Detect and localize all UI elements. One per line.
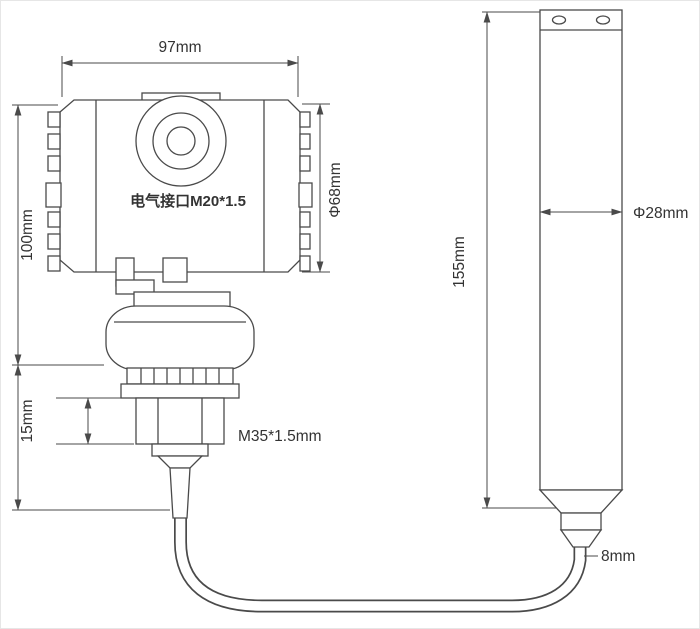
rib-tooth [299,255,311,272]
probe [538,9,624,548]
rib-tab [298,182,313,208]
dim-label-100mm: 100mm [19,209,36,261]
hex-nut-body [135,397,225,445]
probe-gland-collar [560,512,602,531]
gland-taper [156,455,204,469]
dimension-155mm: 155mm [451,11,556,509]
label-8mm: 8mm [584,548,635,565]
dimension-97mm: 97mm [61,39,299,97]
rib-tooth [299,155,311,172]
rib-tooth [47,111,61,128]
dim-label-97mm: 97mm [158,39,201,56]
conduit-boss-inner-circle [166,126,196,156]
cable-fill [175,514,585,611]
cable-outline [174,514,587,613]
gland-step [151,443,209,457]
dim-label-15mm: 15mm [19,399,36,442]
hex-nut [135,397,225,445]
probe-taper-upper [538,489,624,514]
cable-gland-tube [151,443,209,519]
probe-cable-gland [538,489,624,548]
dim-label-8mm: 8mm [601,548,635,565]
probe-body [539,9,623,491]
dim-label-28mm: Φ28mm [633,205,688,222]
rib-tooth [299,111,311,128]
transmitter-assembly [45,92,313,519]
cap-hole [595,15,611,25]
flange-plate-lower [120,383,240,399]
rib-tab [45,182,62,208]
rib-tooth [299,133,311,150]
bracket-block [162,257,188,283]
gland-tube [169,467,191,519]
rib-tooth [47,155,61,172]
electrical-conduit-boss [135,95,227,187]
cap-hole [551,15,567,25]
rib-tooth [299,211,311,228]
dim-label-155mm: 155mm [451,236,468,288]
dimension-15mm: 15mm [19,397,134,445]
rib-tooth [299,233,311,250]
process-connection-body [105,305,255,371]
oval-body [105,305,255,371]
dimension-100mm: 100mm [12,104,170,511]
rib-tooth [47,255,61,272]
dimension-68mm: Φ68mm [302,103,344,273]
probe-cap-holes [551,15,611,25]
housing-cover-ribs-left [45,111,62,272]
electrical-interface-label: 电气接口M20*1.5 [130,192,246,210]
flange [120,367,240,399]
rib-tooth [47,133,61,150]
probe-taper-lower [559,529,603,548]
dim-label-68mm: Φ68mm [327,162,344,217]
rib-tooth [47,233,61,250]
thread-spec-label: M35*1.5mm [238,428,322,445]
connection-cable [174,514,587,613]
rib-tooth [47,211,61,228]
dimension-28mm: Φ28mm [539,205,688,222]
housing-cover-ribs-right [298,111,313,272]
